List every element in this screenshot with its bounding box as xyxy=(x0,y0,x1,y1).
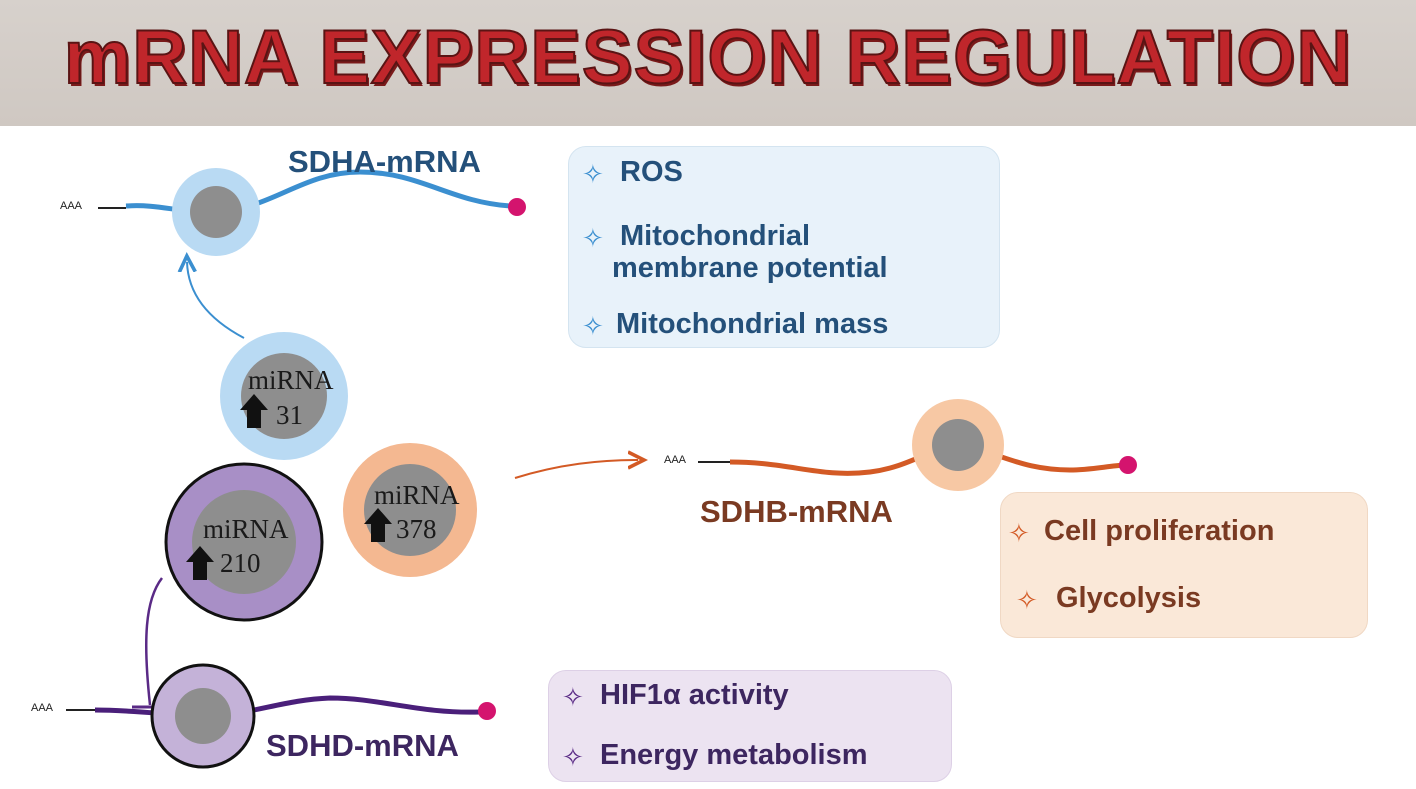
sdhb-effects-box xyxy=(1000,492,1368,638)
mirna31-name: miRNA xyxy=(248,365,334,395)
sdhd-effect-energy: Energy metabolism xyxy=(600,739,868,771)
up-arrow-icon xyxy=(240,394,268,428)
mirna210-number: 210 xyxy=(220,548,261,578)
sdhb-cap xyxy=(1119,456,1137,474)
sparkle-icon: ✧ xyxy=(582,311,604,341)
sdhb-effect-glycolysis: Glycolysis xyxy=(1056,582,1202,614)
mirna31-number: 31 xyxy=(276,400,303,430)
sdhd-mrna-strand xyxy=(66,663,496,769)
mirna378-core xyxy=(364,464,456,556)
sdhb-polya-tail: AAA xyxy=(664,454,687,466)
sparkle-icon: ✧ xyxy=(582,159,604,189)
mirna378-name: miRNA xyxy=(374,480,460,510)
sdhb-effect-proliferation: Cell proliferation xyxy=(1044,515,1275,547)
mirna378-number: 378 xyxy=(396,514,437,544)
sdha-polya-tail: AAA xyxy=(60,200,83,212)
mirna210-name: miRNA xyxy=(203,514,289,544)
sdha-effect-mito-mass: Mitochondrial mass xyxy=(616,308,889,340)
mirna210-core xyxy=(192,490,296,594)
title-banner xyxy=(0,0,1416,126)
sdhd-effects-box xyxy=(548,670,952,782)
mirna378-to-sdhb-arrow xyxy=(514,460,638,479)
sdhd-core xyxy=(175,688,231,744)
sdha-effect-mito-line2: membrane potential xyxy=(612,252,888,284)
sparkle-icon: ✧ xyxy=(562,742,584,772)
mirna31-to-sdha-arrow xyxy=(187,262,245,339)
sdha-effects-box xyxy=(568,146,1000,348)
sdhb-core xyxy=(932,419,984,471)
sdha-mrna-strand xyxy=(98,168,526,256)
mirna31-core xyxy=(241,353,327,439)
mirna210-to-sdhd-inhibition xyxy=(144,577,163,706)
sdha-label: SDHA-mRNA xyxy=(288,144,481,179)
sparkle-icon: ✧ xyxy=(582,223,604,253)
sdha-cap xyxy=(508,198,526,216)
sdhd-label: SDHD-mRNA xyxy=(266,728,459,763)
sparkle-icon: ✧ xyxy=(562,682,584,712)
sdha-effect-ros: ROS xyxy=(620,156,683,188)
sdhd-polya-tail: AAA xyxy=(31,702,54,714)
sdhd-effect-hif1a: HIF1α activity xyxy=(600,679,789,711)
sdhd-cap xyxy=(478,702,496,720)
sparkle-icon: ✧ xyxy=(1008,518,1030,548)
sparkle-icon: ✧ xyxy=(1016,585,1038,615)
sdha-core xyxy=(190,186,242,238)
page-title: mRNA EXPRESSION REGULATION xyxy=(63,14,1353,101)
up-arrow-icon xyxy=(186,546,214,580)
up-arrow-icon xyxy=(364,508,392,542)
sdhb-label: SDHB-mRNA xyxy=(700,494,893,529)
sdha-effect-mito-line1: Mitochondrial xyxy=(620,220,811,252)
sdhb-mrna-strand xyxy=(698,399,1137,491)
